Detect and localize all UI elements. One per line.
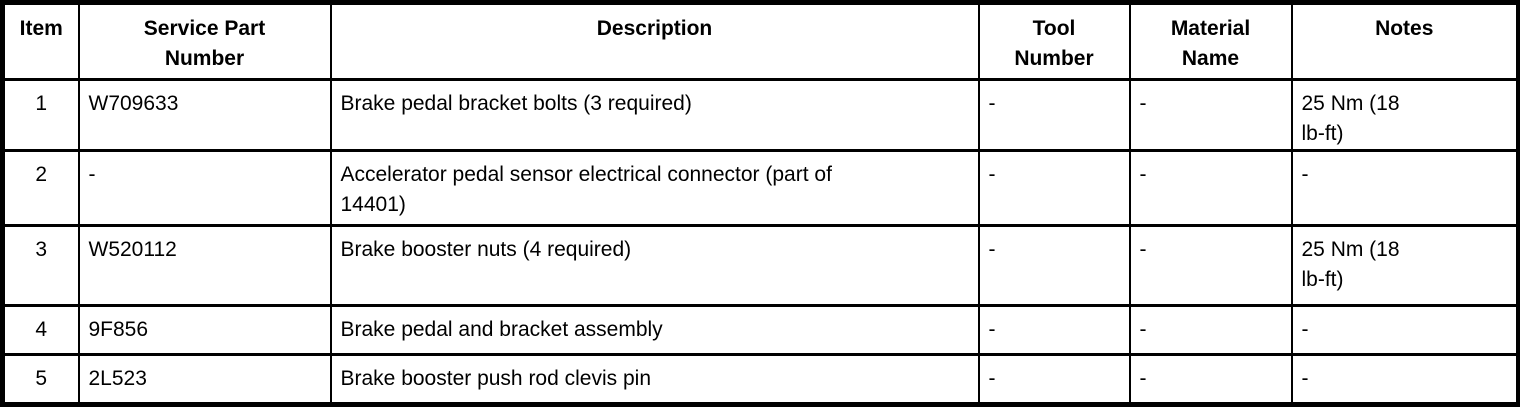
table-row: 1 W709633 Brake pedal bracket bolts (3 r… [1, 78, 1520, 152]
header-cell-service-part-number: Service Part Number [77, 1, 332, 81]
cell-tool-number: - [977, 149, 1131, 227]
cell-service-part-number: W709633 [77, 78, 332, 152]
cell-material-name: - [1128, 78, 1293, 152]
cell-notes: 25 Nm (18 lb-ft) [1290, 224, 1520, 307]
cell-tool-number: - [977, 78, 1131, 152]
cell-tool-number: - [977, 353, 1131, 406]
table-header-row: Item Service Part Number Description Too… [1, 1, 1520, 81]
cell-material-name: - [1128, 304, 1293, 356]
cell-tool-number: - [977, 224, 1131, 307]
cell-item: 5 [1, 353, 80, 406]
cell-item: 3 [1, 224, 80, 307]
cell-item: 1 [1, 78, 80, 152]
header-cell-tool-number: Tool Number [977, 1, 1131, 81]
table-row: 5 2L523 Brake booster push rod clevis pi… [1, 353, 1520, 406]
cell-description: Brake booster push rod clevis pin [329, 353, 980, 406]
header-cell-notes: Notes [1290, 1, 1520, 81]
cell-service-part-number: W520112 [77, 224, 332, 307]
cell-service-part-number: - [77, 149, 332, 227]
cell-description: Accelerator pedal sensor electrical conn… [329, 149, 980, 227]
cell-item: 4 [1, 304, 80, 356]
cell-notes: 25 Nm (18 lb-ft) [1290, 78, 1520, 152]
table-row: 4 9F856 Brake pedal and bracket assembly… [1, 304, 1520, 356]
cell-notes: - [1290, 149, 1520, 227]
header-cell-item: Item [1, 1, 80, 81]
cell-description: Brake pedal and bracket assembly [329, 304, 980, 356]
cell-service-part-number: 2L523 [77, 353, 332, 406]
cell-notes: - [1290, 353, 1520, 406]
cell-material-name: - [1128, 224, 1293, 307]
cell-description: Brake pedal bracket bolts (3 required) [329, 78, 980, 152]
cell-notes: - [1290, 304, 1520, 356]
cell-material-name: - [1128, 353, 1293, 406]
header-cell-description: Description [329, 1, 980, 81]
table-row: 2 - Accelerator pedal sensor electrical … [1, 149, 1520, 227]
table-row: 3 W520112 Brake booster nuts (4 required… [1, 224, 1520, 307]
cell-description: Brake booster nuts (4 required) [329, 224, 980, 307]
cell-tool-number: - [977, 304, 1131, 356]
header-cell-material-name: Material Name [1128, 1, 1293, 81]
cell-material-name: - [1128, 149, 1293, 227]
cell-item: 2 [1, 149, 80, 227]
cell-service-part-number: 9F856 [77, 304, 332, 356]
parts-table: Item Service Part Number Description Too… [0, 0, 1520, 407]
